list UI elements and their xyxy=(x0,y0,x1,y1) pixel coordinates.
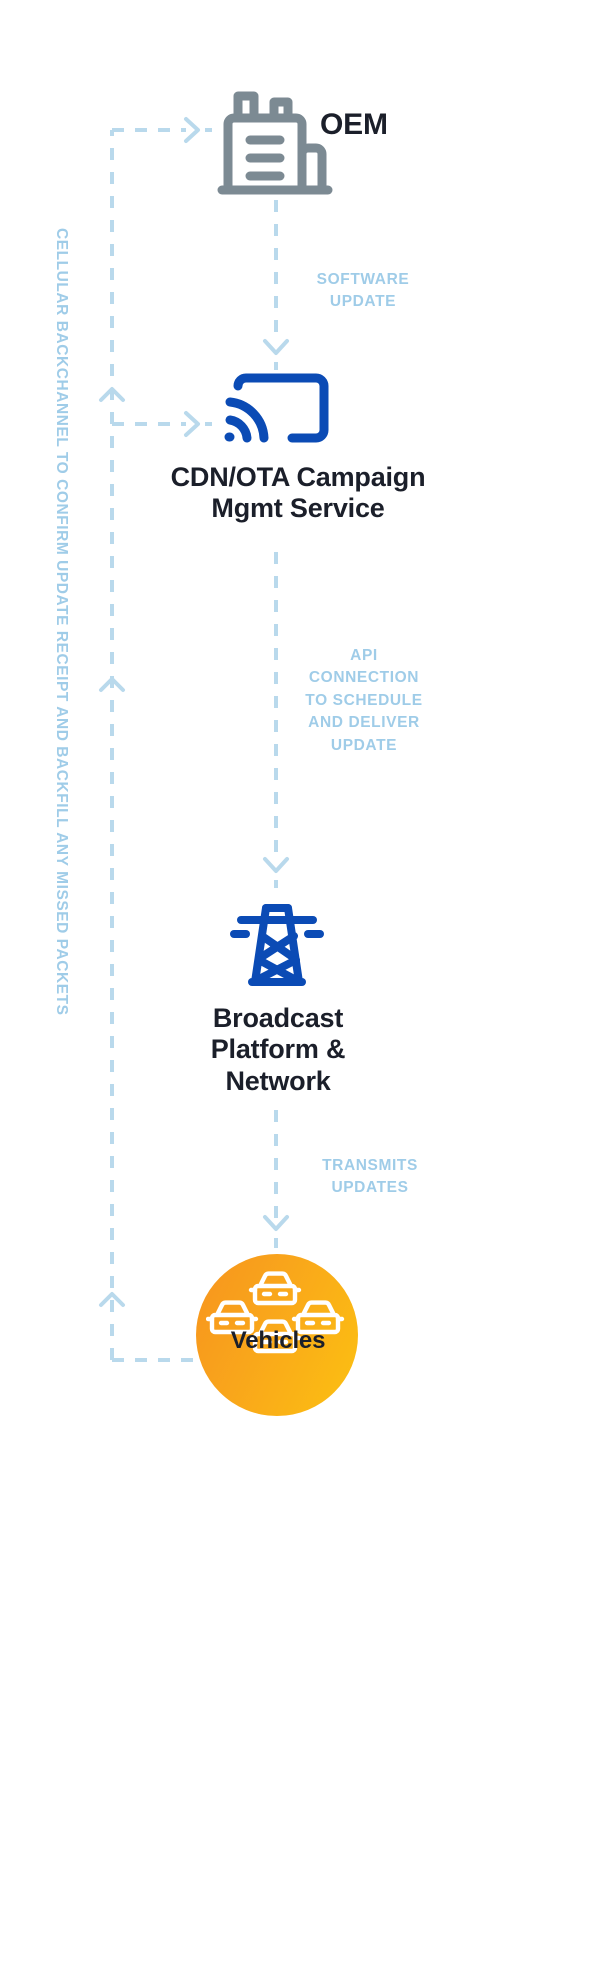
edge-label-software-update-line1: SOFTWARE xyxy=(316,271,410,288)
broadcast-tower-icon xyxy=(228,896,326,991)
node-label-cdn-ota-line2: Mgmt Service xyxy=(211,493,385,524)
node-label-broadcast-line1: Broadcast xyxy=(212,1003,344,1033)
cast-stream-icon xyxy=(220,372,332,455)
edge-broadcast-to-vehicles xyxy=(263,1110,289,1248)
edge-label-api-line4: AND DELIVER xyxy=(308,714,420,732)
edge-label-api-line5: UPDATE xyxy=(330,736,398,754)
node-label-broadcast-line2: Platform & xyxy=(210,1034,346,1065)
edge-label-api-line3: TO SCHEDULE xyxy=(305,691,423,709)
edge-label-software-update: SOFTWARE UPDATE xyxy=(288,269,438,314)
backchannel-to-oem-arrow xyxy=(112,117,212,143)
car-icon-right xyxy=(291,1300,345,1335)
edge-label-transmits-line2: UPDATES xyxy=(331,1179,409,1197)
edge-oem-to-cdn xyxy=(263,200,289,370)
backchannel-vertical-line xyxy=(99,130,125,1360)
edge-label-transmits-updates: TRANSMITS UPDATES xyxy=(296,1155,444,1200)
edge-label-api-connection: API CONNECTION TO SCHEDULE AND DELIVER U… xyxy=(288,645,440,757)
edge-label-api-line2: CONNECTION xyxy=(308,669,420,687)
node-label-broadcast-line3: Network xyxy=(225,1065,331,1096)
car-icon-top xyxy=(248,1271,302,1306)
backchannel-arrowhead-middle xyxy=(99,677,125,692)
node-label-broadcast: Broadcast Platform & Network xyxy=(150,1003,406,1097)
node-label-cdn-ota: CDN/OTA Campaign Mgmt Service xyxy=(118,462,478,525)
node-label-vehicles: Vehicles xyxy=(230,1327,326,1354)
edge-label-api-line1: API xyxy=(350,647,378,664)
edge-label-software-update-line2: UPDATE xyxy=(329,293,397,311)
backchannel-arrowhead-upper xyxy=(99,387,125,402)
backchannel-label: CELLULAR BACKCHANNEL TO CONFIRM UPDATE R… xyxy=(53,228,70,1016)
edge-label-transmits-line1: TRANSMITS xyxy=(322,1157,418,1174)
cars-group-icon xyxy=(205,1270,348,1354)
node-label-oem: OEM xyxy=(320,108,388,141)
car-icon-left xyxy=(205,1300,259,1335)
backchannel-to-cdn-arrow xyxy=(112,411,212,437)
factory-building-icon xyxy=(216,84,334,205)
node-label-cdn-ota-line1: CDN/OTA Campaign xyxy=(170,462,426,492)
backchannel-arrowhead-lower xyxy=(99,1292,125,1307)
car-icon-bottom xyxy=(248,1319,302,1354)
edge-cdn-to-broadcast xyxy=(263,552,289,888)
